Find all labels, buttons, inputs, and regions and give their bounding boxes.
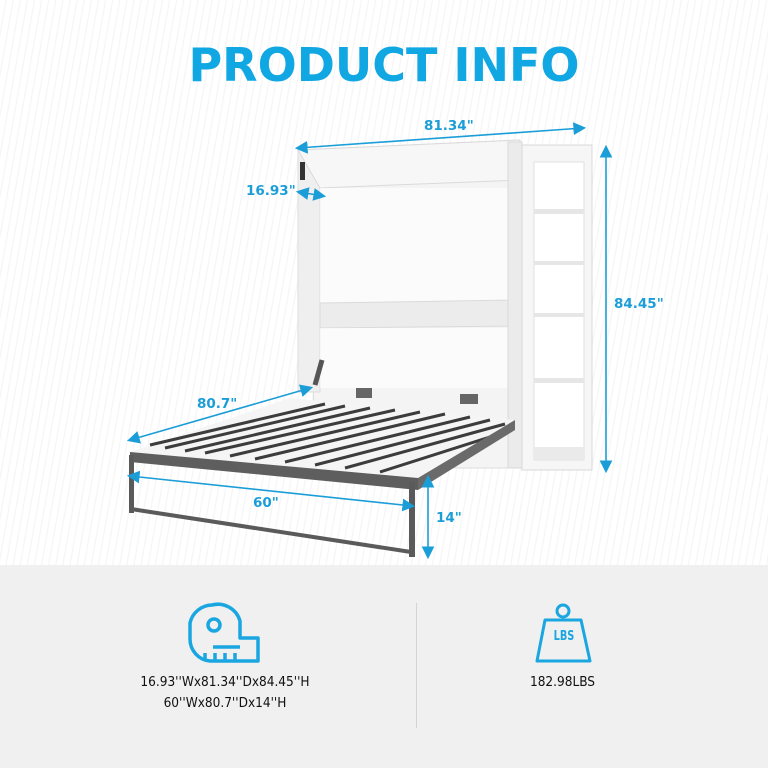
wall-bed-illustration	[126, 122, 613, 560]
side-bookshelf	[521, 144, 593, 471]
specs-panel: LBS 16.93''Wx81.34''Dx84.45''H 60''Wx80.…	[0, 565, 768, 768]
dimension-lines	[126, 122, 613, 560]
lbs-icon-label: LBS	[553, 629, 575, 644]
measuring-tape-icon	[188, 602, 260, 663]
cabinet-width-label: 81.34"	[424, 118, 474, 134]
cabinet-size-text: 16.93''Wx81.34''Dx84.45''H	[140, 674, 310, 690]
bed-height-label: 14"	[436, 510, 462, 526]
spec-divider	[416, 603, 417, 728]
size-spec: 16.93''Wx81.34''Dx84.45''H 60''Wx80.7''D…	[100, 672, 350, 714]
weight-lbs-icon	[535, 603, 592, 663]
spec-icons	[188, 602, 592, 663]
weight-text: 182.98LBS	[529, 674, 596, 690]
bed-width-label: 60"	[253, 495, 279, 511]
bed-length-label: 80.7"	[197, 396, 238, 412]
product-diagram-area: PRODUCT INFO	[0, 0, 768, 565]
bed-size-text: 60''Wx80.7''Dx14''H	[163, 695, 287, 711]
cabinet-depth-label: 16.93"	[246, 183, 296, 199]
cabinet-height-label: 84.45"	[614, 296, 664, 312]
page-title: PRODUCT INFO	[188, 38, 580, 92]
weight-spec: 182.98LBS	[500, 672, 625, 693]
